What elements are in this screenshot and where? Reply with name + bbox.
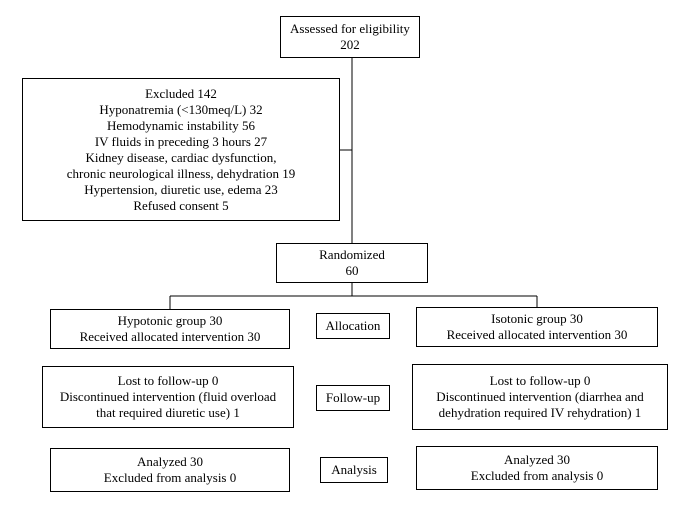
- hypotonic-allocation-box: Hypotonic group 30 Received allocated in…: [50, 309, 290, 349]
- excluded-total: Excluded 142: [145, 85, 217, 101]
- excluded-reason: Hemodynamic instability 56: [106, 117, 256, 133]
- isotonic-discontinued-cont: dehydration required IV rehydration) 1: [438, 405, 642, 420]
- excluded-box: Excluded 142 Hyponatremia (<130meq/L) 32…: [22, 78, 340, 221]
- hypotonic-lost: Lost to follow-up 0: [117, 373, 219, 388]
- allocation-label-text: Allocation: [325, 318, 381, 333]
- hypotonic-excluded-analysis: Excluded from analysis 0: [103, 470, 237, 485]
- excluded-reason: IV fluids in preceding 3 hours 27: [94, 133, 268, 149]
- excluded-reason: Refused consent 5: [133, 197, 229, 213]
- isotonic-followup-box: Lost to follow-up 0 Discontinued interve…: [412, 364, 668, 430]
- assessed-title: Assessed for eligibility: [290, 21, 410, 36]
- excluded-reason: Hypertension, diuretic use, edema 23: [84, 181, 278, 197]
- assessed-for-eligibility-box: Assessed for eligibility 202: [280, 16, 420, 58]
- isotonic-allocation-box: Isotonic group 30 Received allocated int…: [416, 307, 658, 347]
- isotonic-received: Received allocated intervention 30: [446, 327, 628, 342]
- isotonic-analysis-box: Analyzed 30 Excluded from analysis 0: [416, 446, 658, 490]
- followup-label-text: Follow-up: [325, 390, 381, 405]
- hypotonic-analysis-box: Analyzed 30 Excluded from analysis 0: [50, 448, 290, 492]
- hypotonic-discontinued: Discontinued intervention (fluid overloa…: [59, 389, 277, 404]
- excluded-reason: chronic neurological illness, dehydratio…: [66, 165, 296, 181]
- hypotonic-discontinued-cont: that required diuretic use) 1: [96, 405, 240, 420]
- assessed-count: 202: [340, 37, 360, 52]
- hypotonic-analyzed: Analyzed 30: [136, 454, 204, 469]
- isotonic-excluded-analysis: Excluded from analysis 0: [470, 468, 604, 483]
- randomized-count: 60: [345, 263, 359, 278]
- isotonic-discontinued: Discontinued intervention (diarrhea and: [436, 389, 644, 404]
- analysis-stage-label: Analysis: [320, 457, 388, 483]
- hypotonic-received: Received allocated intervention 30: [79, 329, 261, 344]
- analysis-label-text: Analysis: [331, 462, 377, 477]
- followup-stage-label: Follow-up: [316, 385, 390, 411]
- isotonic-group-label: Isotonic group 30: [491, 311, 583, 326]
- randomized-box: Randomized 60: [276, 243, 428, 283]
- excluded-reason: Hyponatremia (<130meq/L) 32: [99, 101, 263, 117]
- hypotonic-followup-box: Lost to follow-up 0 Discontinued interve…: [42, 366, 294, 428]
- randomized-title: Randomized: [319, 247, 385, 262]
- allocation-stage-label: Allocation: [316, 313, 390, 339]
- excluded-reason: Kidney disease, cardiac dysfunction,: [85, 149, 277, 165]
- hypotonic-group-label: Hypotonic group 30: [117, 313, 223, 328]
- isotonic-analyzed: Analyzed 30: [503, 452, 571, 467]
- isotonic-lost: Lost to follow-up 0: [489, 373, 591, 388]
